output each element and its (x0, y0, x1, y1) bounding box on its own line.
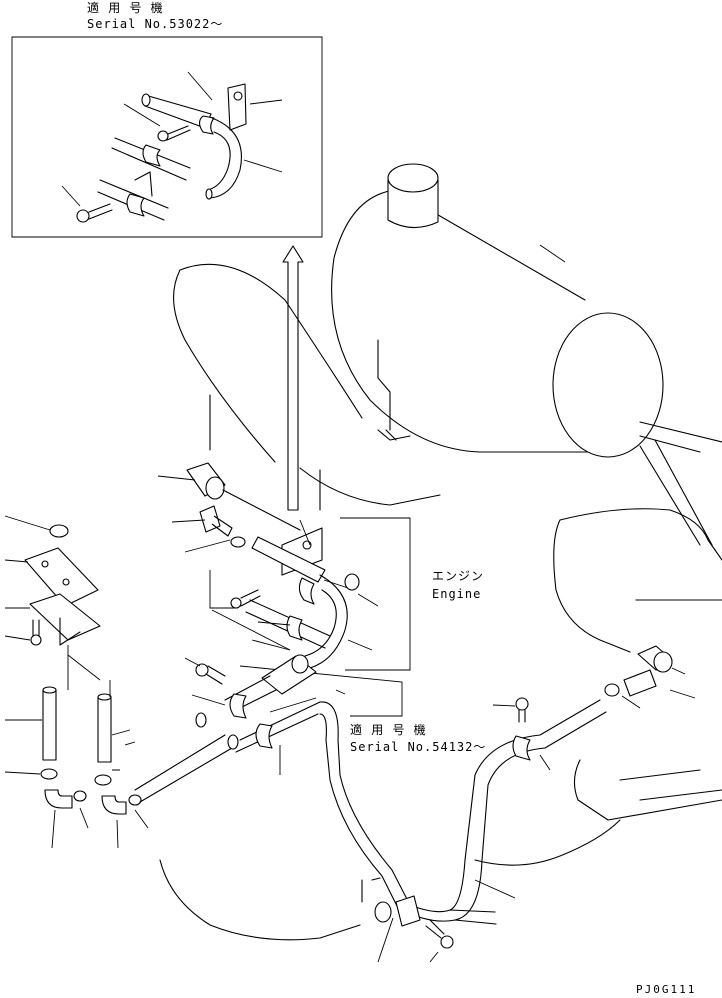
right-elbow-nut (654, 652, 672, 672)
upper-fitting-nut (206, 477, 224, 499)
inset-upper-pipe-end (142, 94, 150, 106)
applicable-region-frame (210, 518, 410, 716)
left-top-washer (50, 525, 68, 537)
engine-bottom-line (362, 878, 380, 902)
callout-applicable-label: 適 用 号 機 (350, 723, 427, 737)
muffler-support (378, 340, 722, 545)
muffler-neck (388, 180, 438, 228)
left-plate-hole-1 (42, 561, 48, 567)
inset-detail (12, 37, 322, 237)
inset-lower-bolt (77, 210, 89, 222)
right-pipe-bracket (396, 896, 420, 926)
muffler-neck-cap (388, 164, 438, 192)
left-hose-clamp-1 (74, 791, 86, 801)
hose-coupling-end (292, 655, 308, 673)
air-cleaner-leg (210, 395, 320, 510)
main-hose-lower (236, 702, 320, 752)
left-bracket-bolt-head (31, 635, 41, 645)
main-hose-long (135, 735, 232, 802)
left-lower-plate (30, 594, 100, 640)
left-plate-hole-2 (63, 579, 69, 585)
inset-lower-bolt-shank (89, 204, 112, 219)
main-hose-clamp-upper (230, 694, 246, 718)
central-pipe-assembly (125, 463, 695, 962)
muffler-tank (332, 164, 722, 545)
inset-lower-clamp (127, 194, 144, 216)
main-bolt-shank (206, 666, 225, 684)
left-tube-guides (68, 645, 110, 697)
frame-middle-clamp (287, 616, 302, 640)
inset-bracket-plate (228, 84, 246, 130)
engine-label-en: Engine (432, 587, 482, 601)
inset-leader-lines (62, 72, 282, 206)
left-tube-1-top (43, 687, 56, 693)
left-hose-clamp-2 (129, 795, 141, 805)
left-bracket-tab (60, 618, 80, 645)
engine-block (160, 509, 722, 940)
engine-upper-part (554, 509, 722, 652)
right-pipe-bolt-shank (426, 920, 444, 938)
engine-lower-part (574, 760, 722, 820)
left-tube-2-top (98, 694, 111, 700)
frame-bend-pipe (305, 575, 347, 668)
tee-fitting-clamp (231, 537, 245, 547)
right-pipe-bolt-head (441, 936, 453, 948)
frame-bolt-head (231, 598, 241, 608)
left-bracket-assembly (5, 516, 148, 848)
air-cleaner (174, 264, 440, 510)
muffler-end-cap (553, 313, 663, 457)
left-leader-lines (5, 516, 148, 848)
left-tube-1 (43, 690, 56, 760)
inset-bend-pipe-end (206, 189, 212, 199)
inset-bend-pipe (208, 118, 241, 198)
muffler-body (332, 190, 595, 452)
main-bolt-head (196, 664, 208, 676)
inset-upper-clamp (200, 116, 215, 134)
left-clamp-1 (41, 769, 57, 779)
main-hose-clamp-lower (256, 724, 272, 748)
right-pipe-clamp (513, 736, 530, 760)
inset-lower-bracket (135, 172, 152, 196)
engine-label-jp: エンジン (432, 569, 485, 583)
inset-bracket-bolt (234, 92, 242, 100)
frame-bolt-shank (241, 590, 260, 606)
right-top-bolt-shank (519, 710, 525, 722)
inset-middle-bolt (158, 131, 168, 141)
left-elbow-1 (45, 790, 72, 808)
right-hose-clamp (605, 684, 619, 696)
frame-upper-clamp (299, 578, 314, 604)
right-pipe (398, 700, 606, 924)
tee-fitting (200, 506, 232, 536)
frame-small-tube (345, 574, 359, 590)
left-bracket-bolt-shank (33, 620, 39, 636)
muffler-hatching (540, 245, 565, 262)
right-pipe-small-part (375, 902, 391, 922)
air-cleaner-body (174, 264, 440, 505)
inset-middle-bolt-shank (167, 126, 190, 140)
upper-fitting-line (223, 490, 300, 530)
main-hose-end-1 (196, 713, 206, 727)
inset-middle-clamp (143, 145, 160, 166)
upward-arrow (283, 246, 303, 510)
callout-serial-number: Serial No.54132～ (350, 740, 487, 754)
right-connector (624, 670, 656, 696)
left-elbow-2 (102, 796, 126, 814)
inset-frame (12, 37, 322, 237)
central-leader-lines (125, 476, 695, 962)
main-hose-end-2 (228, 735, 238, 749)
left-tube-2 (98, 697, 111, 762)
inset-applicable-label: 適 用 号 機 (87, 1, 164, 15)
drawing-code: PJ0G111 (636, 983, 697, 996)
left-clamp-2 (95, 775, 111, 785)
frame-upper-pipe (252, 537, 325, 582)
right-top-bolt-head (516, 698, 528, 710)
vertical-pipe (320, 702, 410, 908)
inset-serial-number: Serial No.53022～ (87, 17, 224, 31)
engine-base (160, 820, 620, 940)
